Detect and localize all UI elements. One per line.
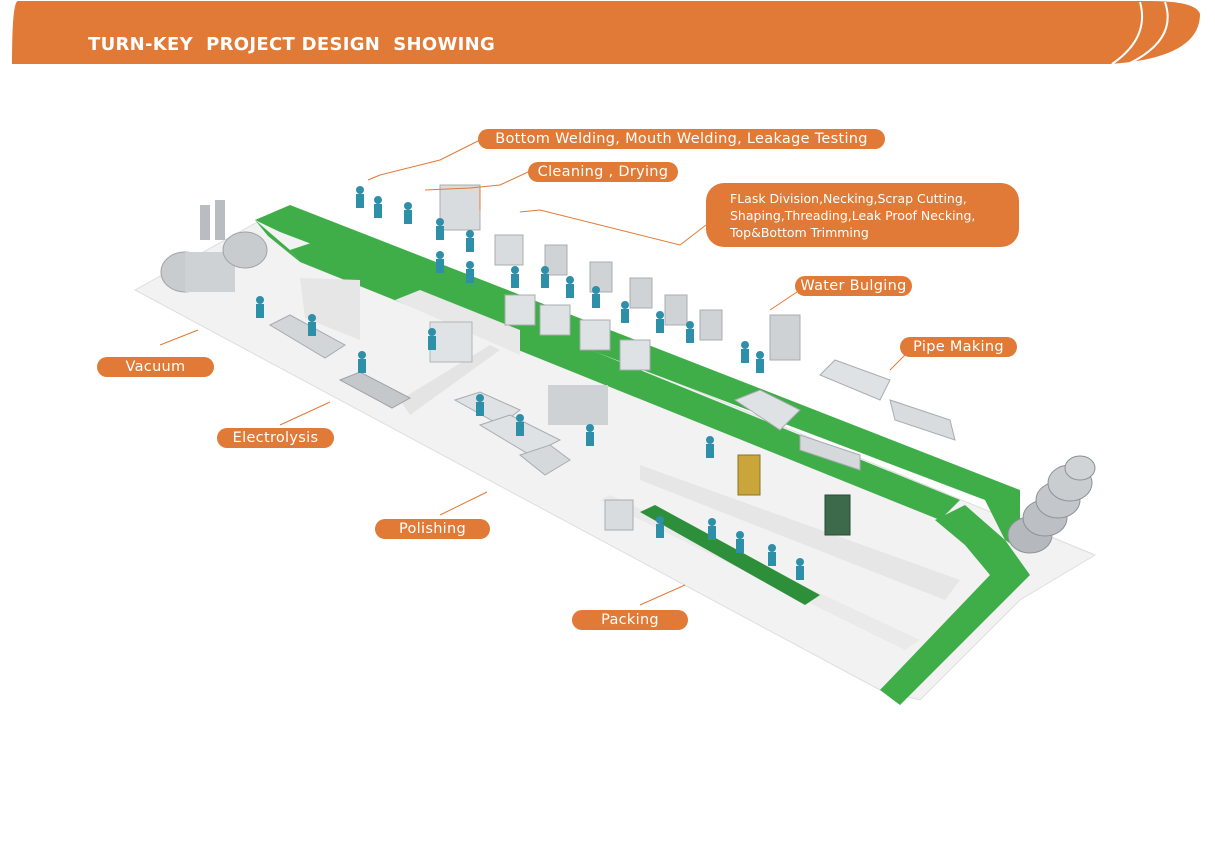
label-pipe-making: Pipe Making [900,337,1017,357]
polishing-machines [453,385,608,476]
label-electrolysis: Electrolysis [217,428,334,448]
header-banner [12,1,1200,65]
steel-coils [1007,455,1096,554]
label-cleaning-drying: Cleaning , Drying [528,162,678,182]
press-machines [737,454,851,536]
label-flask-division: FLask Division,Necking,Scrap Cutting, Sh… [706,183,1019,247]
page-title: TURN-KEY PROJECT DESIGN SHOWING [88,34,496,55]
workers [256,186,804,580]
packing-conveyor [604,499,820,605]
pipe-making-line [733,359,956,471]
electrolysis-tanks [268,314,412,409]
flask-line-1: FLask Division,Necking,Scrap Cutting, [730,191,967,206]
label-water-bulging: Water Bulging [795,276,912,296]
label-bottom-welding: Bottom Welding, Mouth Welding, Leakage T… [478,129,885,149]
label-packing: Packing [572,610,688,630]
process-machines [429,184,801,371]
flask-line-2: Shaping,Threading,Leak Proof Necking, [730,208,976,223]
vacuum-tanks [160,200,268,293]
label-polishing: Polishing [375,519,490,539]
label-vacuum: Vacuum [97,357,214,377]
flask-line-3: Top&Bottom Trimming [730,225,869,240]
